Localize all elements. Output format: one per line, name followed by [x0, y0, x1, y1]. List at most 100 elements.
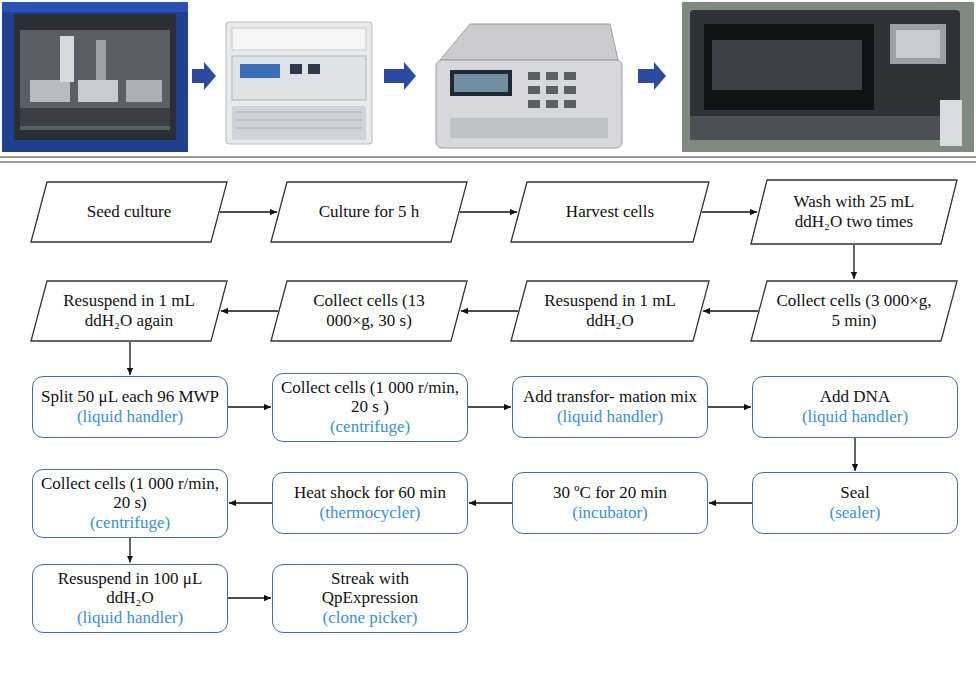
process-box: Add DNA(liquid handler): [752, 376, 958, 438]
flow-arrow: [702, 211, 757, 212]
process-box: Streak with QpExpression(clone picker): [272, 564, 468, 633]
flow-arrow: [854, 438, 855, 471]
node-content: Collect cells (13 000×g, 30 s): [270, 280, 468, 342]
flow-arrow: [469, 502, 512, 503]
text-stack: Streak with QpExpression(clone picker): [281, 569, 459, 628]
text-stack: Seal(sealer): [830, 483, 881, 522]
text-stack: Culture for 5 h: [319, 202, 420, 222]
node-content: Resuspend in 1 mL ddH₂O: [510, 280, 710, 342]
text-stack: Harvest cells: [566, 202, 654, 222]
equipment-label: (liquid handler): [41, 407, 219, 427]
node-content: Culture for 5 h: [270, 181, 468, 243]
separator-line: [0, 161, 976, 163]
node-content: Collect cells (1 000 r/min, 20 s )(centr…: [273, 374, 467, 441]
step-label: Seed culture: [87, 202, 172, 222]
equipment-label: (liquid handler): [41, 608, 219, 628]
step-label: Streak with QpExpression: [281, 569, 459, 608]
node-content: Seal(sealer): [753, 473, 957, 533]
step-label: Resuspend in 1 mL ddH₂O again: [54, 291, 204, 330]
node-content: Streak with QpExpression(clone picker): [273, 565, 467, 632]
step-label: Add transfor- mation mix: [523, 387, 697, 407]
step-label: Resuspend in 100 μL ddH₂O: [41, 569, 219, 608]
io-parallelogram: Harvest cells: [510, 181, 710, 243]
node-content: Collect cells (3 000×g, 5 min): [750, 280, 958, 342]
step-label: Wash with 25 mL ddH₂O two times: [774, 192, 934, 231]
process-box: Seal(sealer): [752, 472, 958, 534]
equipment-label: (incubator): [553, 503, 667, 523]
node-content: Seed culture: [30, 181, 228, 243]
text-stack: Resuspend in 1 mL ddH₂O: [534, 291, 686, 330]
equipment-label: (centrifuge): [281, 417, 459, 437]
node-content: Resuspend in 100 μL ddH₂O(liquid handler…: [33, 565, 227, 632]
process-box: Heat shock for 60 min(thermocycler): [272, 472, 468, 534]
equipment-label: (liquid handler): [523, 407, 697, 427]
flow-arrow: [129, 538, 130, 563]
text-stack: Resuspend in 1 mL ddH₂O again: [54, 291, 204, 330]
step-label: Collect cells (1 000 r/min, 20 s): [41, 474, 219, 513]
step-label: Harvest cells: [566, 202, 654, 222]
thermocycler-photo: [436, 24, 622, 148]
process-box: Resuspend in 100 μL ddH₂O(liquid handler…: [32, 564, 228, 633]
flow-arrow: [228, 406, 271, 407]
flow-arrow: [709, 502, 752, 503]
text-stack: Collect cells (1 000 r/min, 20 s )(centr…: [281, 378, 459, 437]
text-stack: Wash with 25 mL ddH₂O two times: [774, 192, 934, 231]
node-content: Resuspend in 1 mL ddH₂O again: [30, 280, 228, 342]
text-stack: Resuspend in 100 μL ddH₂O(liquid handler…: [41, 569, 219, 628]
flow-arrow: [708, 406, 751, 407]
text-stack: Add transfor- mation mix(liquid handler): [523, 387, 697, 426]
process-box: Collect cells (1 000 r/min, 20 s )(centr…: [272, 373, 468, 442]
flow-arrow: [129, 342, 130, 375]
text-stack: Seed culture: [87, 202, 172, 222]
node-content: Split 50 μL each 96 MWP(liquid handler): [33, 377, 227, 437]
node-content: Add DNA(liquid handler): [753, 377, 957, 437]
io-parallelogram: Resuspend in 1 mL ddH₂O: [510, 280, 710, 342]
flow-arrow: [460, 211, 517, 212]
flow-arrow: [220, 211, 277, 212]
step-label: Collect cells (13 000×g, 30 s): [294, 291, 444, 330]
flow-arrow: [853, 245, 854, 279]
equipment-label: (liquid handler): [802, 407, 908, 427]
node-content: Harvest cells: [510, 181, 710, 243]
io-parallelogram: Collect cells (3 000×g, 5 min): [750, 280, 958, 342]
flow-arrow: [468, 406, 511, 407]
process-box: Collect cells (1 000 r/min, 20 s)(centri…: [32, 469, 228, 538]
step-label: Heat shock for 60 min: [294, 483, 446, 503]
text-stack: 30 ºC for 20 min(incubator): [553, 483, 667, 522]
io-parallelogram: Culture for 5 h: [270, 181, 468, 243]
text-stack: Add DNA(liquid handler): [802, 387, 908, 426]
flow-arrow: [192, 62, 216, 90]
step-label: Split 50 μL each 96 MWP: [41, 387, 219, 407]
step-label: 30 ºC for 20 min: [553, 483, 667, 503]
equipment-label: (centrifuge): [41, 513, 219, 533]
process-box: 30 ºC for 20 min(incubator): [512, 472, 708, 534]
flow-arrow: [384, 62, 416, 90]
equipment-label: (thermocycler): [294, 503, 446, 523]
process-box: Split 50 μL each 96 MWP(liquid handler): [32, 376, 228, 438]
io-parallelogram: Resuspend in 1 mL ddH₂O again: [30, 280, 228, 342]
text-stack: Collect cells (1 000 r/min, 20 s)(centri…: [41, 474, 219, 533]
text-stack: Heat shock for 60 min(thermocycler): [294, 483, 446, 522]
io-parallelogram: Seed culture: [30, 181, 228, 243]
incubator-photo: [226, 22, 372, 144]
text-stack: Collect cells (3 000×g, 5 min): [774, 291, 934, 330]
flow-arrow: [228, 597, 271, 598]
step-label: Collect cells (3 000×g, 5 min): [774, 291, 934, 330]
flow-arrow: [703, 310, 758, 311]
flow-arrow: [229, 502, 272, 503]
step-label: Add DNA: [802, 387, 908, 407]
flow-arrow: [461, 310, 518, 311]
clone-picker-photo: [682, 2, 974, 152]
step-label: Seal: [830, 483, 881, 503]
node-content: 30 ºC for 20 min(incubator): [513, 473, 707, 533]
equipment-label: (clone picker): [281, 608, 459, 628]
separator-line: [0, 156, 976, 158]
io-parallelogram: Wash with 25 mL ddH₂O two times: [750, 179, 958, 245]
io-parallelogram: Collect cells (13 000×g, 30 s): [270, 280, 468, 342]
robot-photo: [2, 2, 188, 152]
node-content: Heat shock for 60 min(thermocycler): [273, 473, 467, 533]
equipment-label: (sealer): [830, 503, 881, 523]
flow-arrow: [221, 310, 278, 311]
text-stack: Collect cells (13 000×g, 30 s): [294, 291, 444, 330]
